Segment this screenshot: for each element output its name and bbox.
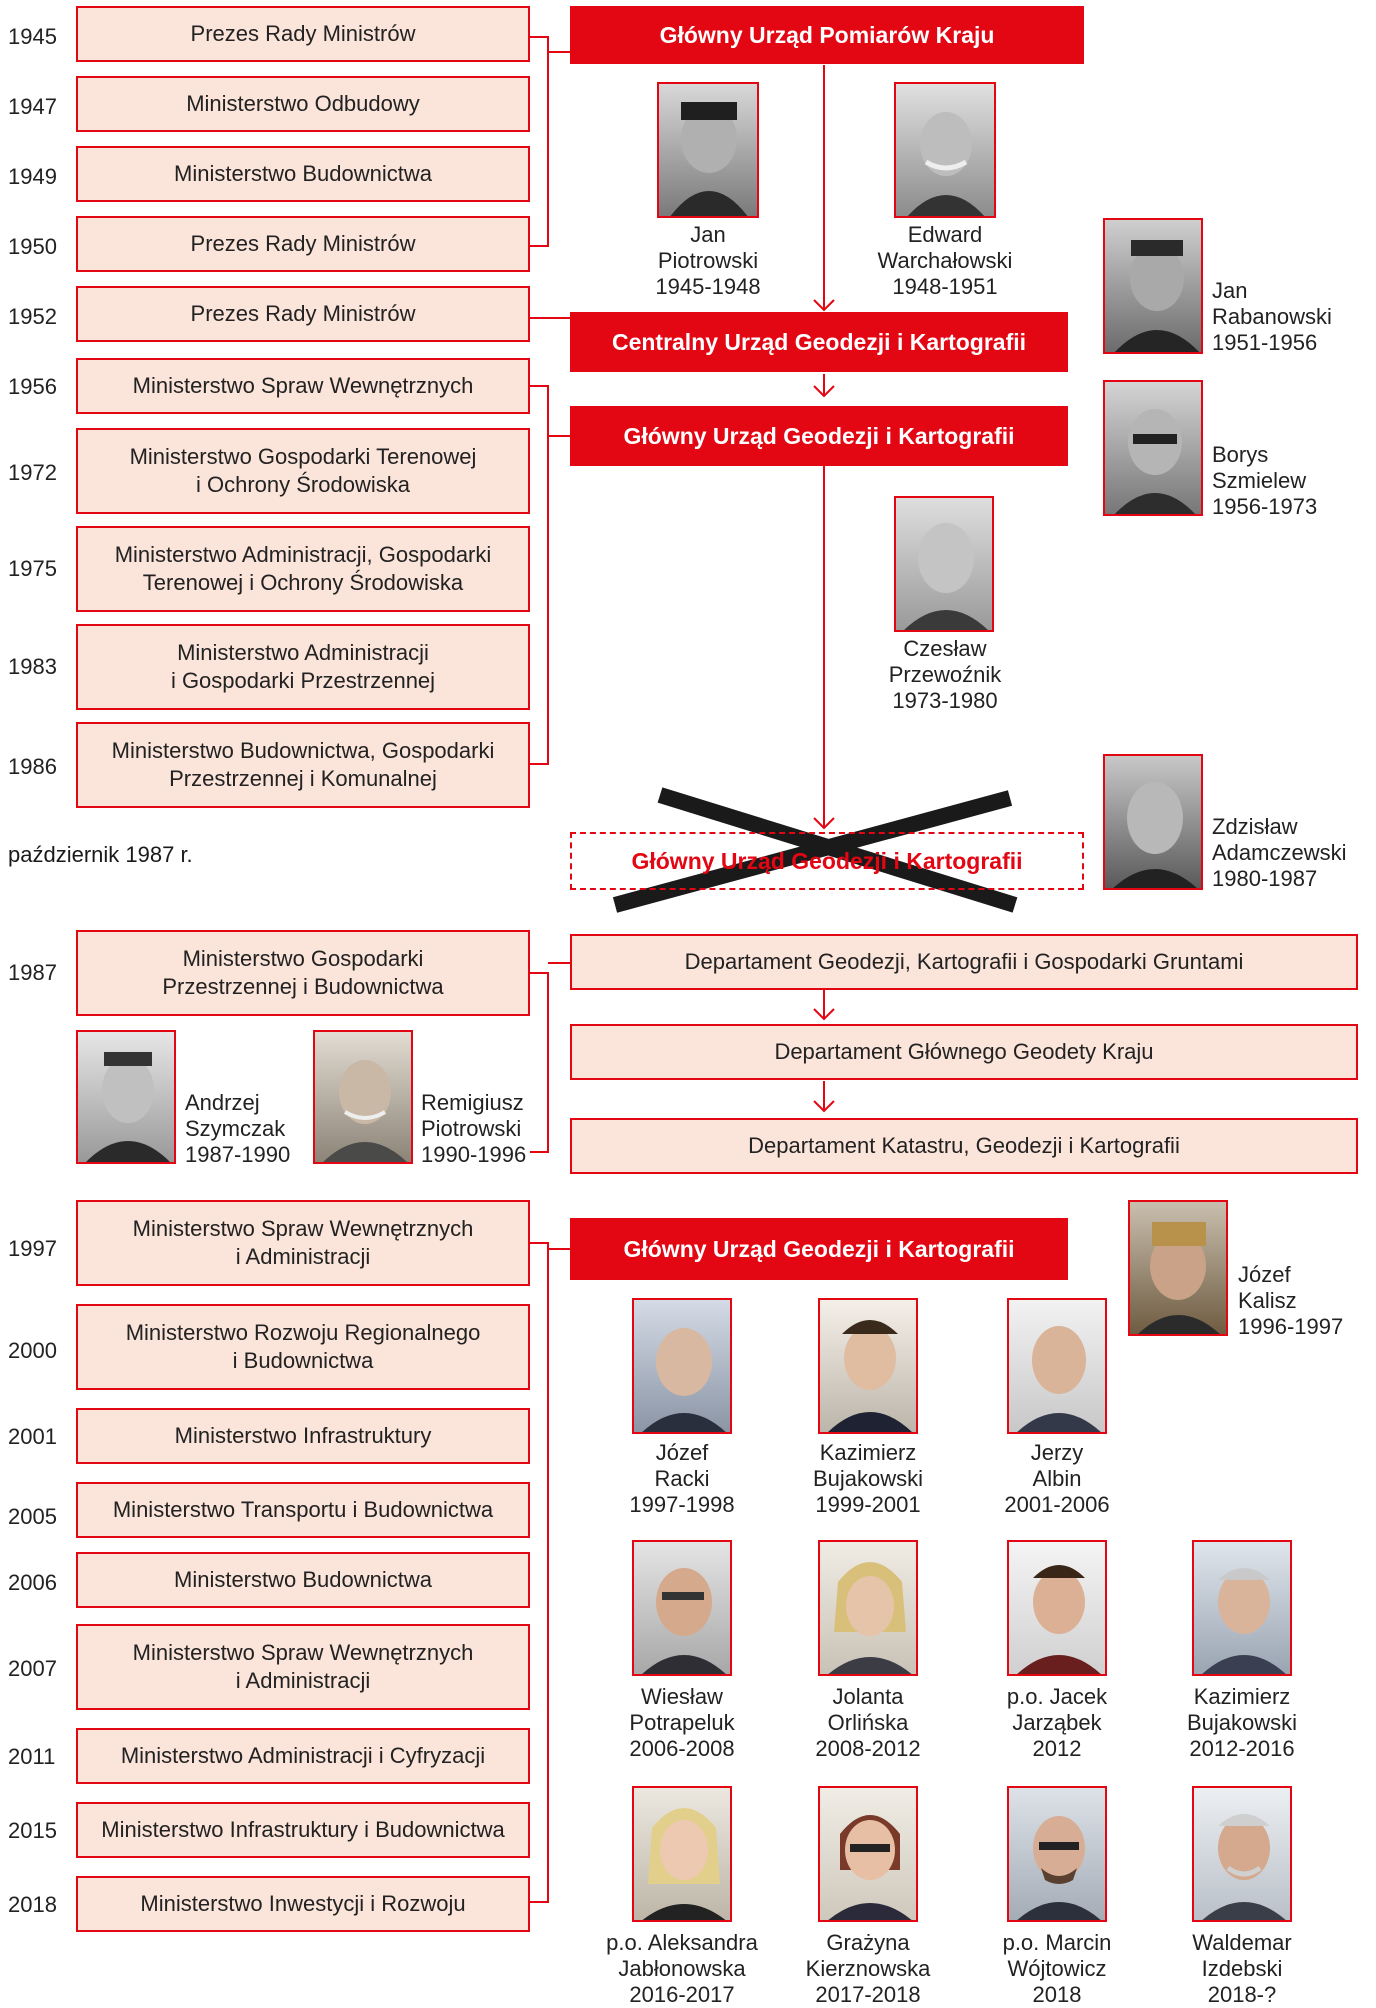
year-label: 2015 xyxy=(8,1818,57,1843)
department-box: Departament Katastru, Geodezji i Kartogr… xyxy=(570,1118,1358,1174)
year-label: 1949 xyxy=(8,164,57,189)
ministry-box: Prezes Rady Ministrów xyxy=(76,216,530,272)
portrait-photo xyxy=(818,1540,918,1676)
ministry-box: Ministerstwo Administracji i Gospodarki … xyxy=(76,624,530,710)
office-gugik-abolished: Główny Urząd Geodezji i Kartografii xyxy=(570,832,1084,890)
year-label: 1945 xyxy=(8,24,57,49)
year-label: 1983 xyxy=(8,654,57,679)
ministry-box: Ministerstwo Transportu i Budownictwa xyxy=(76,1482,530,1538)
department-box: Departament Geodezji, Kartografii i Gosp… xyxy=(570,934,1358,990)
portrait-photo xyxy=(894,82,996,218)
office-cugik: Centralny Urząd Geodezji i Kartografii xyxy=(570,312,1068,372)
ministry-box: Ministerstwo Infrastruktury xyxy=(76,1408,530,1464)
year-label: 2007 xyxy=(8,1656,57,1681)
department-box: Departament Głównego Geodety Kraju xyxy=(570,1024,1358,1080)
portrait-photo xyxy=(1103,218,1203,354)
ministry-box: Ministerstwo Spraw Wewnętrznych i Admini… xyxy=(76,1624,530,1710)
portrait-photo xyxy=(632,1786,732,1922)
ministry-box: Prezes Rady Ministrów xyxy=(76,6,530,62)
year-label: 1975 xyxy=(8,556,57,581)
ministry-box: Ministerstwo Rozwoju Regionalnego i Budo… xyxy=(76,1304,530,1390)
year-label: 2006 xyxy=(8,1570,57,1595)
portrait-photo xyxy=(818,1298,918,1434)
year-label: 1952 xyxy=(8,304,57,329)
ministry-box: Ministerstwo Administracji i Cyfryzacji xyxy=(76,1728,530,1784)
portrait-photo xyxy=(313,1030,413,1164)
portrait-photo xyxy=(1128,1200,1228,1336)
portrait-photo xyxy=(1192,1540,1292,1676)
ministry-box: Ministerstwo Administracji, Gospodarki T… xyxy=(76,526,530,612)
office-gupk: Główny Urząd Pomiarów Kraju xyxy=(570,6,1084,64)
ministry-box: Ministerstwo Odbudowy xyxy=(76,76,530,132)
portrait-photo xyxy=(1192,1786,1292,1922)
portrait-photo xyxy=(818,1786,918,1922)
office-gugik: Główny Urząd Geodezji i Kartografii xyxy=(570,1218,1068,1280)
ministry-box: Ministerstwo Infrastruktury i Budownictw… xyxy=(76,1802,530,1858)
ministry-box: Ministerstwo Budownictwa xyxy=(76,1552,530,1608)
year-label: 2011 xyxy=(8,1744,56,1769)
year-label: 1947 xyxy=(8,94,57,119)
ministry-box: Ministerstwo Spraw Wewnętrznych xyxy=(76,358,530,414)
ministry-box: Ministerstwo Spraw Wewnętrznych i Admini… xyxy=(76,1200,530,1286)
portrait-photo xyxy=(76,1030,176,1164)
year-label: 1987 xyxy=(8,960,57,985)
portrait-photo xyxy=(1007,1298,1107,1434)
year-label: 2018 xyxy=(8,1892,57,1917)
portrait-photo xyxy=(1103,754,1203,890)
year-label: 1972 xyxy=(8,460,57,485)
office-gugik: Główny Urząd Geodezji i Kartografii xyxy=(570,406,1068,466)
ministry-box: Ministerstwo Gospodarki Przestrzennej i … xyxy=(76,930,530,1016)
ministry-box: Ministerstwo Gospodarki Terenowej i Ochr… xyxy=(76,428,530,514)
year-label: 1986 xyxy=(8,754,57,779)
date-note: październik 1987 r. xyxy=(8,842,193,867)
year-label: 1950 xyxy=(8,234,57,259)
year-label: 2000 xyxy=(8,1338,57,1363)
year-label: 1997 xyxy=(8,1236,57,1261)
portrait-photo xyxy=(1007,1786,1107,1922)
year-label: 2005 xyxy=(8,1504,57,1529)
portrait-photo xyxy=(1103,380,1203,516)
year-label: 2001 xyxy=(8,1424,57,1449)
ministry-box: Ministerstwo Budownictwa xyxy=(76,146,530,202)
year-label: 1956 xyxy=(8,374,57,399)
ministry-box: Ministerstwo Inwestycji i Rozwoju xyxy=(76,1876,530,1932)
portrait-photo xyxy=(894,496,994,632)
portrait-photo xyxy=(632,1540,732,1676)
ministry-box: Prezes Rady Ministrów xyxy=(76,286,530,342)
portrait-photo xyxy=(632,1298,732,1434)
ministry-box: Ministerstwo Budownictwa, Gospodarki Prz… xyxy=(76,722,530,808)
portrait-photo xyxy=(1007,1540,1107,1676)
portrait-photo xyxy=(657,82,759,218)
